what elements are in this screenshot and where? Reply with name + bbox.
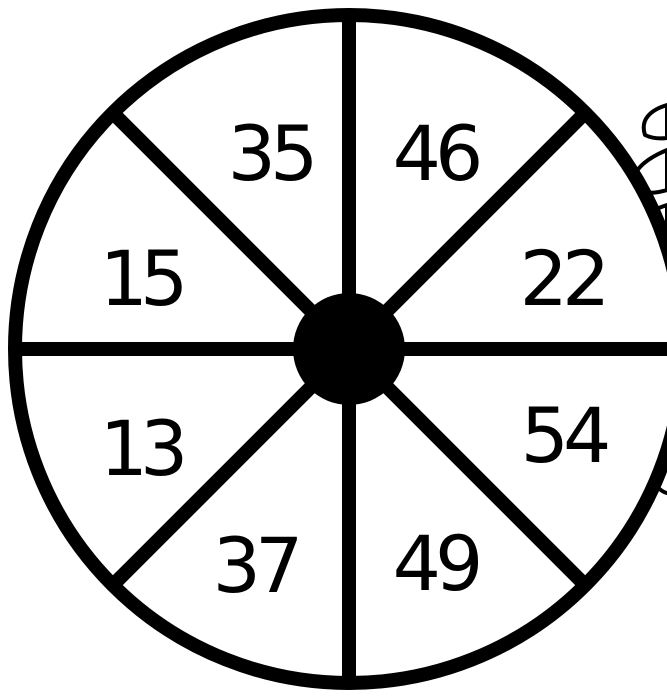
spinner-center-hub[interactable] — [293, 293, 405, 405]
section-label: 37 — [213, 521, 298, 610]
section-label: 15 — [100, 234, 182, 323]
section-label: 46 — [393, 109, 479, 198]
section-label: 54 — [521, 391, 608, 480]
section-label: 22 — [520, 234, 605, 323]
section-label: 35 — [228, 109, 313, 198]
section-label: 49 — [393, 519, 479, 608]
section-label: 13 — [100, 404, 183, 493]
